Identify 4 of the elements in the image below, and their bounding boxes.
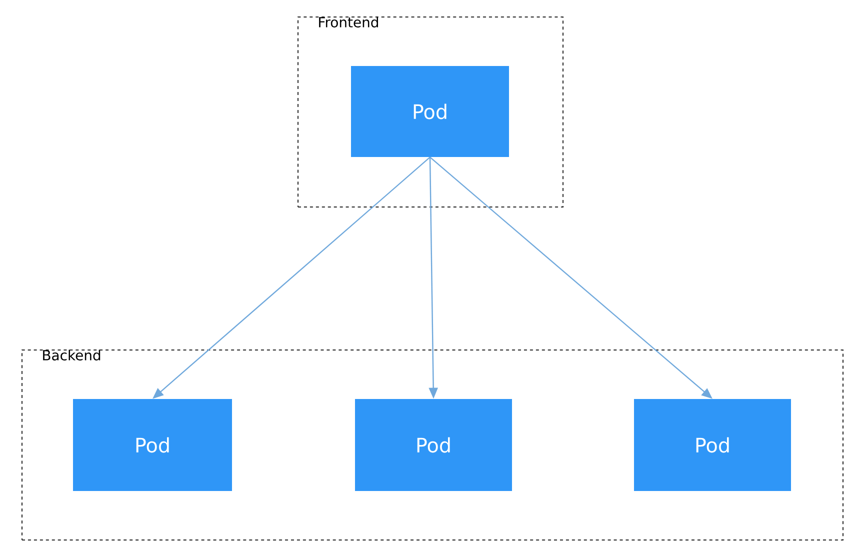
pod-box: Pod bbox=[355, 399, 512, 491]
pod-box: Pod bbox=[634, 399, 791, 491]
pod-box: Pod bbox=[351, 66, 509, 157]
pod-box: Pod bbox=[73, 399, 232, 491]
